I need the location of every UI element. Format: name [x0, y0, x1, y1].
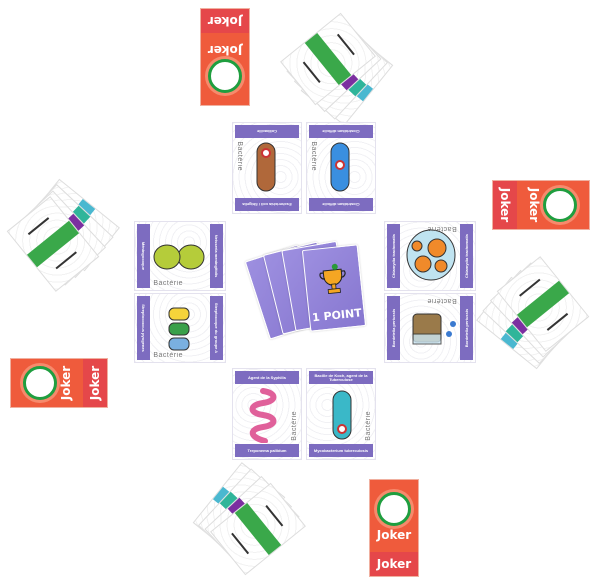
bacteria-card-top-left[interactable]: Escherichia coli / Shigella Bactérie Col… — [232, 122, 302, 214]
bacteria-card-bottom-left[interactable]: Agent de la Syphilis Bactérie Treponema … — [232, 368, 302, 460]
card-scientific-name: Méningocoque — [137, 224, 150, 288]
category-label: Bactérie — [236, 141, 243, 171]
card-scientific-name: Clostridium difficile — [309, 125, 373, 138]
bacteria-illustration — [330, 142, 350, 192]
bacteria-card-right-top[interactable]: Chlamydia trachomatis Bactérie Chlamydia… — [384, 221, 476, 291]
card-title: Streptocoque du groupe A — [210, 296, 223, 360]
card-title: Bordetella pertussis — [387, 296, 400, 360]
card-scientific-name: Bordetella pertussis — [460, 296, 473, 360]
trophy-icon — [319, 263, 346, 295]
card-title: Agent de la Syphilis — [235, 371, 299, 384]
bacteria-illustration — [153, 244, 205, 270]
card-scientific-name: Streptococcus pyogenes — [137, 296, 150, 360]
category-label: Bactérie — [153, 280, 183, 287]
card-scientific-name: Treponema pallidum — [235, 444, 299, 457]
point-card-stack[interactable]: 1 POINT — [244, 235, 380, 350]
category-label: Bactérie — [310, 141, 317, 171]
logo-icon — [543, 188, 577, 222]
logo-icon — [377, 492, 411, 526]
bacteria-card-top-right[interactable]: Clostridium difficile Bactérie Clostridi… — [306, 122, 376, 214]
bacteria-card-left-bottom[interactable]: Streptocoque du groupe A Bactérie Strept… — [134, 293, 226, 363]
point-card[interactable]: 1 POINT — [301, 244, 367, 332]
bacteria-illustration — [168, 307, 190, 351]
joker-card-top[interactable]: Joker Joker — [200, 8, 250, 106]
joker-card-bottom[interactable]: Joker Joker — [369, 479, 419, 577]
logo-icon — [23, 366, 57, 400]
bacteria-card-left-top[interactable]: Neisseria meningitidis Bactérie Méningoc… — [134, 221, 226, 291]
category-label: Bactérie — [365, 411, 372, 441]
bacteria-illustration — [406, 229, 456, 281]
bacteria-illustration — [412, 313, 456, 345]
card-scientific-name: Colibacille — [235, 125, 299, 138]
bacteria-illustration — [256, 142, 276, 192]
joker-card-left[interactable]: Joker Joker — [10, 358, 108, 408]
category-label: Bactérie — [291, 411, 298, 441]
card-scientific-name: Mycobacterium tuberculosis — [309, 444, 373, 457]
category-label: Bactérie — [427, 225, 457, 232]
bacteria-card-bottom-right[interactable]: Bacille de Koch, agent de la Tuberculose… — [306, 368, 376, 460]
joker-card-right[interactable]: Joker Joker — [492, 180, 590, 230]
card-title: Chlamydia trachomatis — [387, 224, 400, 288]
card-title: Escherichia coli / Shigella — [235, 198, 299, 211]
logo-icon — [208, 59, 242, 93]
bacteria-illustration — [332, 390, 352, 440]
card-scientific-name: Chlamydia trachomatis — [460, 224, 473, 288]
point-label: 1 POINT — [311, 306, 363, 325]
bacteria-card-right-bottom[interactable]: Bordetella pertussis Bactérie Bordetella… — [384, 293, 476, 363]
card-title: Neisseria meningitidis — [210, 224, 223, 288]
bacteria-illustration — [249, 388, 277, 443]
category-label: Bactérie — [153, 352, 183, 359]
card-title: Bacille de Koch, agent de la Tuberculose — [309, 371, 373, 384]
card-title: Clostridium difficile — [309, 198, 373, 211]
category-label: Bactérie — [427, 297, 457, 304]
